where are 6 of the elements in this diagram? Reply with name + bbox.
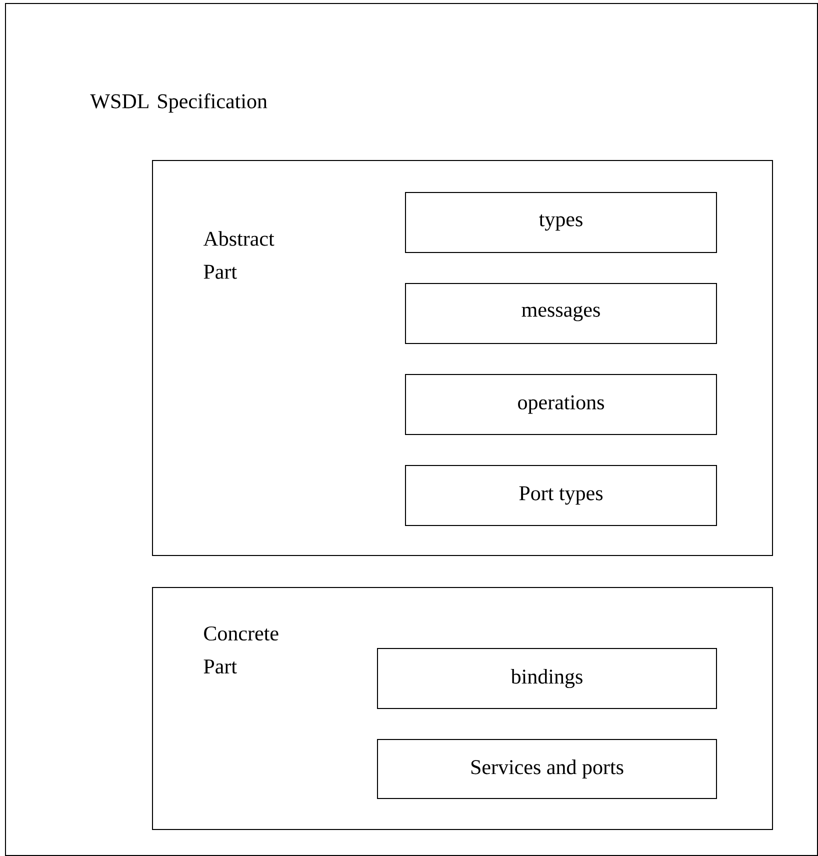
item-box: operations [405,374,717,435]
item-box: Services and ports [377,739,717,799]
item-box: Port types [405,465,717,526]
item-box: messages [405,283,717,344]
item-box: types [405,192,717,253]
item-box: bindings [377,648,717,709]
